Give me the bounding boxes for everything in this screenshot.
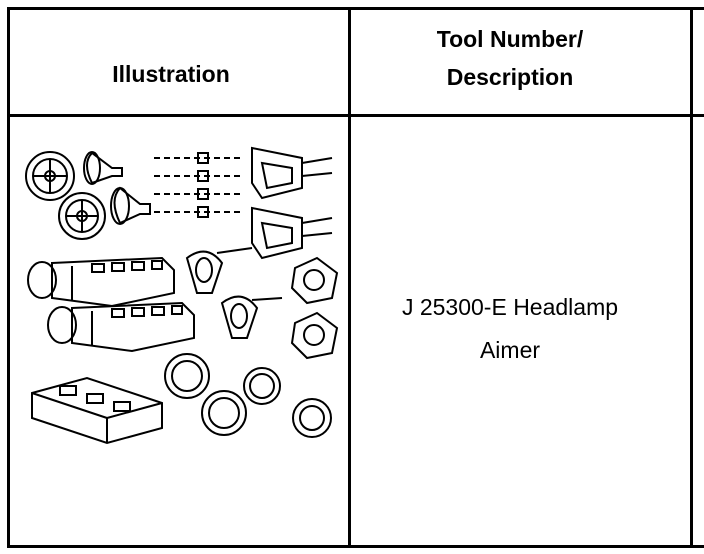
adapter-wheel-icon <box>164 353 210 399</box>
calibration-fixture-icon <box>185 247 253 294</box>
headlamp-aimer-kit-icon <box>25 146 339 445</box>
table-right-border <box>690 7 693 547</box>
column-divider <box>348 7 351 547</box>
aimer-unit-icon <box>27 256 175 308</box>
mounting-bracket-icon <box>251 146 333 200</box>
header-tool-line1: Tool Number/ <box>436 26 584 52</box>
calibration-fixture-icon <box>220 295 283 339</box>
aimer-adapter-cone-icon <box>110 186 151 225</box>
table-left-border <box>7 7 10 547</box>
header-divider <box>7 114 704 117</box>
aimer-lens-disc-icon <box>25 151 75 201</box>
adapter-wheel-icon <box>201 390 247 436</box>
table-bottom-border <box>7 545 704 548</box>
tool-table <box>7 7 704 554</box>
header-illustration: Illustration <box>112 61 230 87</box>
aimer-unit-icon <box>47 301 195 353</box>
tool-description-line2: Aimer <box>479 337 541 363</box>
adapter-wheel-icon <box>243 367 281 405</box>
aimer-adapter-cone-icon <box>83 151 123 185</box>
adapter-ring-icon <box>290 311 339 360</box>
tool-description-line1: J 25300-E Headlamp <box>401 294 619 320</box>
header-tool-line2: Description <box>446 64 574 90</box>
adapter-ring-icon <box>290 256 339 305</box>
tool-description: J 25300-E Headlamp Aimer <box>360 286 660 372</box>
storage-case-icon <box>31 376 163 445</box>
table-top-border <box>7 7 704 10</box>
aimer-lens-disc-icon <box>58 192 106 240</box>
mounting-bracket-icon <box>251 206 333 260</box>
adapter-screw-icon <box>154 157 244 213</box>
adapter-screw-head-icon <box>197 152 209 218</box>
adapter-wheel-icon <box>292 398 332 438</box>
header-tool-number: Tool Number/ Description <box>345 20 675 96</box>
